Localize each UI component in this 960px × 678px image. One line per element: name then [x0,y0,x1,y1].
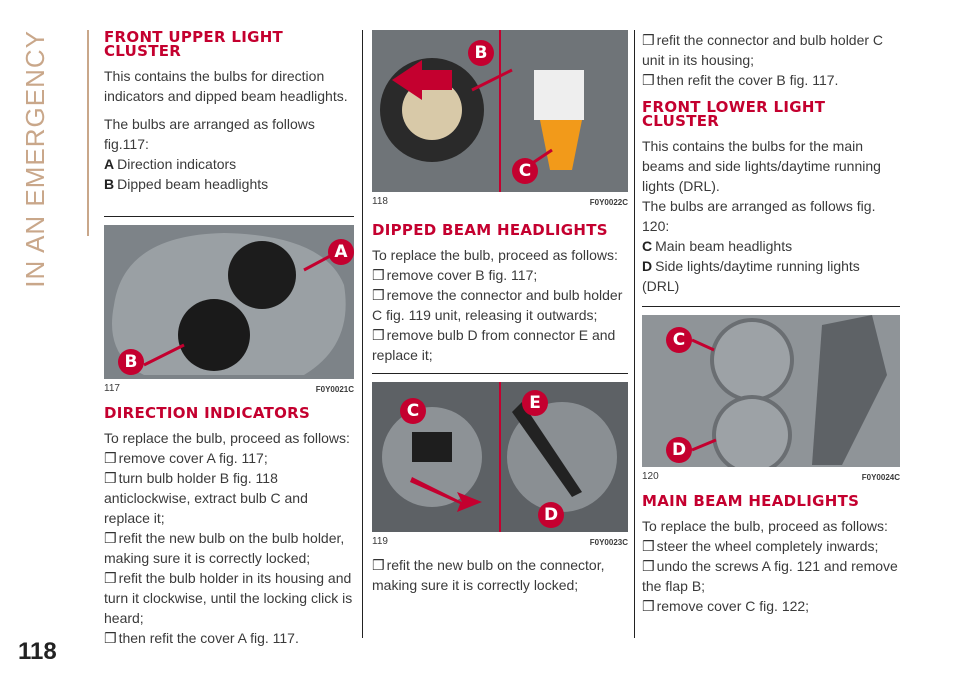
figure-number: 117 [104,383,120,394]
paragraph: The bulbs are arranged as follows fig. 1… [642,198,876,234]
section-title: DIRECTION INDICATORS [104,404,311,422]
column-divider [362,30,363,638]
figure-120: C D 120 F0Y0024C [642,306,900,482]
callout-a: A [328,239,354,265]
paragraph: The bulbs are arranged as follows fig.11… [104,116,315,152]
callout-e: E [522,390,548,416]
callout-c: C [666,327,692,353]
paragraph: To replace the bulb, proceed as follows: [104,430,350,446]
step: ❒undo the screws A fig. 121 and remove t… [642,558,898,594]
step: ❒steer the wheel completely inwards; [642,538,879,554]
page-number: 118 [18,638,57,665]
callout-b: B [118,349,144,375]
callout-c: C [512,158,538,184]
figure-118: B C 118 F0Y0022C [372,30,628,207]
chapter-rule [87,30,89,236]
step: ❒remove bulb D from connector E and repl… [372,327,616,363]
step: ❒refit the new bulb on the connector, ma… [372,557,605,593]
figure-number: 118 [372,196,388,207]
section-title: FRONT LOWER LIGHT CLUSTER [642,98,826,130]
column-divider [634,30,635,638]
step: ❒refit the connector and bulb holder C u… [642,32,884,68]
step: ❒refit the bulb holder in its housing an… [104,570,353,626]
figure-code: F0Y0021C [315,385,354,394]
paragraph: To replace the bulb, proceed as follows: [372,247,618,263]
paragraph: This contains the bulbs for direction in… [104,68,348,104]
column-2: B C 118 F0Y0022C DIPPED BEAM HEADLIGHTS … [372,30,628,595]
figure-119: C E D 119 F0Y0023C [372,373,628,547]
headlight-photo [104,225,354,379]
step: ❒remove cover B fig. 117; [372,267,538,283]
paragraph: This contains the bulbs for the main bea… [642,138,881,194]
callout-d: D [666,437,692,463]
figure-code: F0Y0022C [589,198,628,207]
step: ❒turn bulb holder B fig. 118 anticlockwi… [104,470,308,526]
bulb-holder-photo [372,30,628,192]
column-1: FRONT UPPER LIGHT CLUSTER This contains … [104,30,354,648]
callout-d: D [538,502,564,528]
callout-b: B [468,40,494,66]
chapter-title: IN AN EMERGENCY [20,30,50,288]
figure-code: F0Y0023C [589,538,628,547]
step: ❒remove the connector and bulb holder C … [372,287,623,323]
connector-photo [372,382,628,532]
figure-code: F0Y0024C [861,473,900,482]
step: ❒remove cover A fig. 117; [104,450,268,466]
section-title: MAIN BEAM HEADLIGHTS [642,492,860,510]
figure-117: A B 117 F0Y0021C [104,216,354,394]
step: ❒then refit the cover A fig. 117. [104,630,299,646]
column-3: ❒refit the connector and bulb holder C u… [642,30,900,616]
step: ❒refit the new bulb on the bulb holder, … [104,530,345,566]
section-title: DIPPED BEAM HEADLIGHTS [372,221,608,239]
section-title: FRONT UPPER LIGHT CLUSTER [104,28,284,60]
callout-c: C [400,398,426,424]
figure-number: 119 [372,536,388,547]
step: ❒remove cover C fig. 122; [642,598,810,614]
step: ❒then refit the cover B fig. 117. [642,72,839,88]
figure-number: 120 [642,471,659,482]
paragraph: To replace the bulb, proceed as follows: [642,518,888,534]
